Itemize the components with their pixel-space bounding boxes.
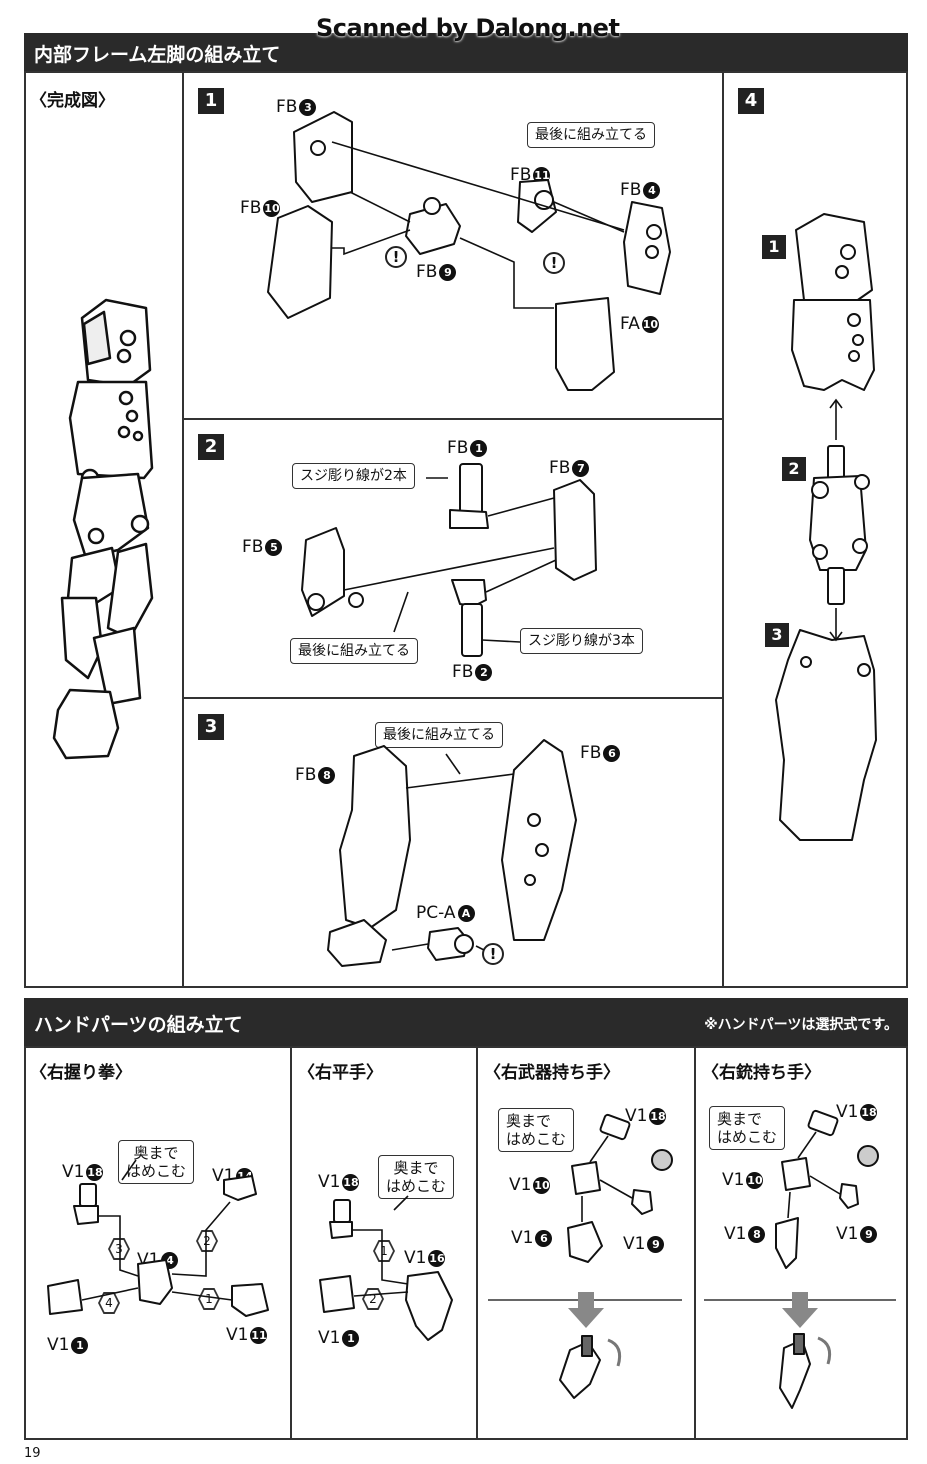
flat-hand-title: 〈右平手〉 (298, 1063, 383, 1083)
step-3-badge: 3 (198, 714, 224, 740)
weapon-hand-illustration (488, 1113, 682, 1399)
watermark: Scanned by Dalong.net (316, 14, 620, 42)
completed-view-label: 〈完成図〉 (30, 91, 115, 111)
weapon-hand-title: 〈右武器持ち手〉 (484, 1063, 620, 1083)
weapon-hand-callout: 奥まではめこむ (498, 1108, 575, 1152)
order-number: 2 (198, 1232, 216, 1250)
gun-hand-title: 〈右銃持ち手〉 (702, 1063, 821, 1083)
step-4-sub-1: 1 (762, 235, 786, 259)
divider (476, 1046, 478, 1440)
gun-hand-callout: 奥まではめこむ (709, 1106, 786, 1150)
page-number: 19 (24, 1446, 41, 1461)
order-number: 1 (200, 1290, 218, 1308)
note-assemble-last: 最後に組み立てる (375, 722, 503, 748)
order-number: 1 (375, 1242, 393, 1260)
divider (182, 697, 724, 699)
section-title-bar: 内部フレーム左脚の組み立て (24, 33, 908, 71)
section-title: 内部フレーム左脚の組み立て (34, 44, 281, 66)
note-assemble-last: 最後に組み立てる (527, 122, 655, 148)
section-title: ハンドパーツの組み立て (34, 1014, 243, 1036)
step3-parts-illustration (327, 739, 577, 967)
step1-parts-illustration (267, 111, 671, 391)
divider (722, 71, 724, 988)
step-4-sub-3: 3 (765, 623, 789, 647)
divider (182, 418, 724, 420)
completed-leg-illustration (52, 298, 154, 760)
warning-icon: ! (385, 246, 407, 268)
step2-parts-illustration (301, 463, 597, 657)
step-4-sub-2: 2 (782, 457, 806, 481)
note-three-lines: スジ彫り線が3本 (520, 628, 643, 654)
gun-hand-illustration (704, 1109, 896, 1409)
divider (290, 1046, 292, 1440)
step-1-badge: 1 (198, 88, 224, 114)
step-2-badge: 2 (198, 434, 224, 460)
leg-frame-panel (24, 71, 908, 988)
note-two-lines: スジ彫り線が2本 (292, 463, 415, 489)
flat-hand-callout: 奥まではめこむ (378, 1155, 455, 1199)
section-note: ※ハンドパーツは選択式です。 (704, 1017, 898, 1033)
fist-title: 〈右握り拳〉 (30, 1063, 132, 1083)
order-number: 3 (110, 1240, 128, 1258)
order-number: 4 (100, 1294, 118, 1312)
hand-parts-panel (24, 1046, 908, 1440)
fist-callout: 奥まではめこむ (118, 1140, 195, 1184)
fist-parts-illustration (47, 1159, 269, 1317)
divider (182, 71, 184, 988)
step4-assembly-illustration (775, 213, 877, 841)
warning-icon: ! (543, 252, 565, 274)
section-title-bar: ハンドパーツの組み立て ※ハンドパーツは選択式です。 (24, 998, 908, 1046)
warning-icon: ! (482, 943, 504, 965)
note-assemble-last: 最後に組み立てる (290, 638, 418, 664)
flat-hand-parts-illustration (319, 1195, 453, 1341)
divider (694, 1046, 696, 1440)
step-4-badge: 4 (738, 88, 764, 114)
